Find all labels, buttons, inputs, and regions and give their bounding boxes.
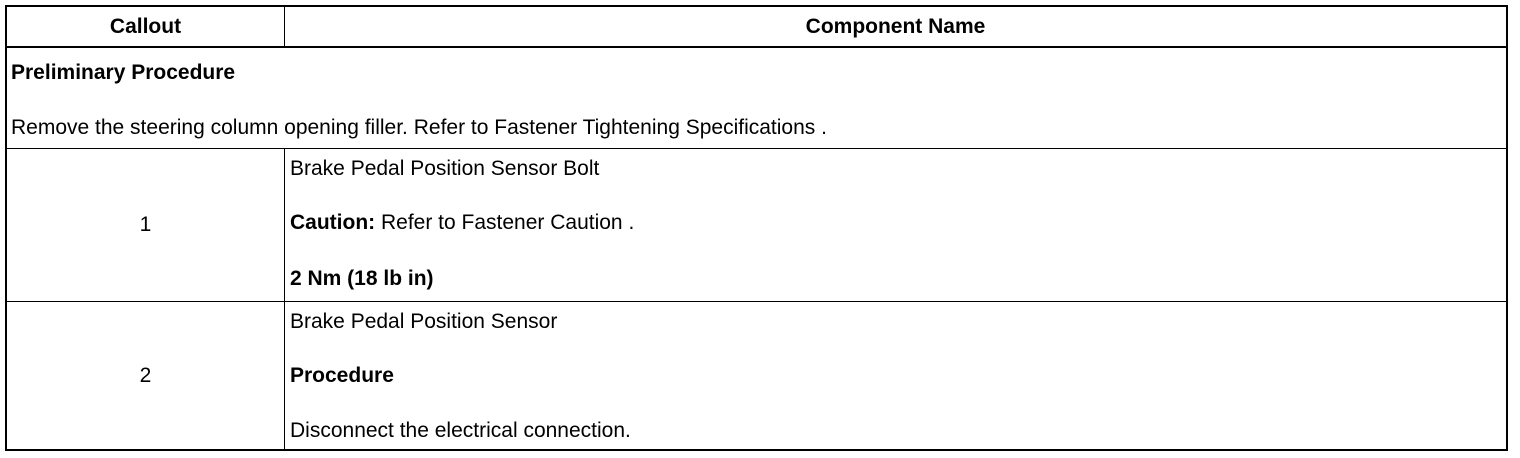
component-name: Brake Pedal Position Sensor <box>290 310 558 333</box>
preliminary-procedure-title: Preliminary Procedure <box>11 61 236 84</box>
table-row: 1 Brake Pedal Position Sensor Bolt Cauti… <box>7 149 1506 302</box>
header-component-name-cell: Component Name <box>285 7 1506 46</box>
preliminary-procedure-text: Remove the steering column opening fille… <box>11 116 827 139</box>
procedure-label: Procedure <box>290 364 394 387</box>
header-callout: Callout <box>109 14 182 38</box>
component-table: Callout Component Name Preliminary Proce… <box>5 5 1508 451</box>
caution-text: Refer to Fastener Caution . <box>375 211 635 234</box>
caution-label: Caution: <box>290 211 376 234</box>
caution-line: Caution: Refer to Fastener Caution . <box>290 211 634 235</box>
torque-spec: 2 Nm (18 lb in) <box>290 267 434 290</box>
callout-cell: 2 <box>7 302 285 449</box>
callout-number: 2 <box>139 363 152 387</box>
component-name-cell: Brake Pedal Position Sensor Bolt Caution… <box>285 149 1506 301</box>
header-component-name: Component Name <box>805 14 986 38</box>
table-row: 2 Brake Pedal Position Sensor Procedure … <box>7 302 1506 449</box>
procedure-text: Disconnect the electrical connection. <box>290 419 631 442</box>
callout-number: 1 <box>139 213 152 236</box>
component-name: Brake Pedal Position Sensor Bolt <box>290 157 600 180</box>
preliminary-procedure-row: Preliminary Procedure Remove the steerin… <box>7 48 1506 149</box>
callout-cell: 1 <box>7 149 285 301</box>
header-callout-cell: Callout <box>7 7 285 46</box>
table-header-row: Callout Component Name <box>7 7 1506 48</box>
component-name-cell: Brake Pedal Position Sensor Procedure Di… <box>285 302 1506 449</box>
